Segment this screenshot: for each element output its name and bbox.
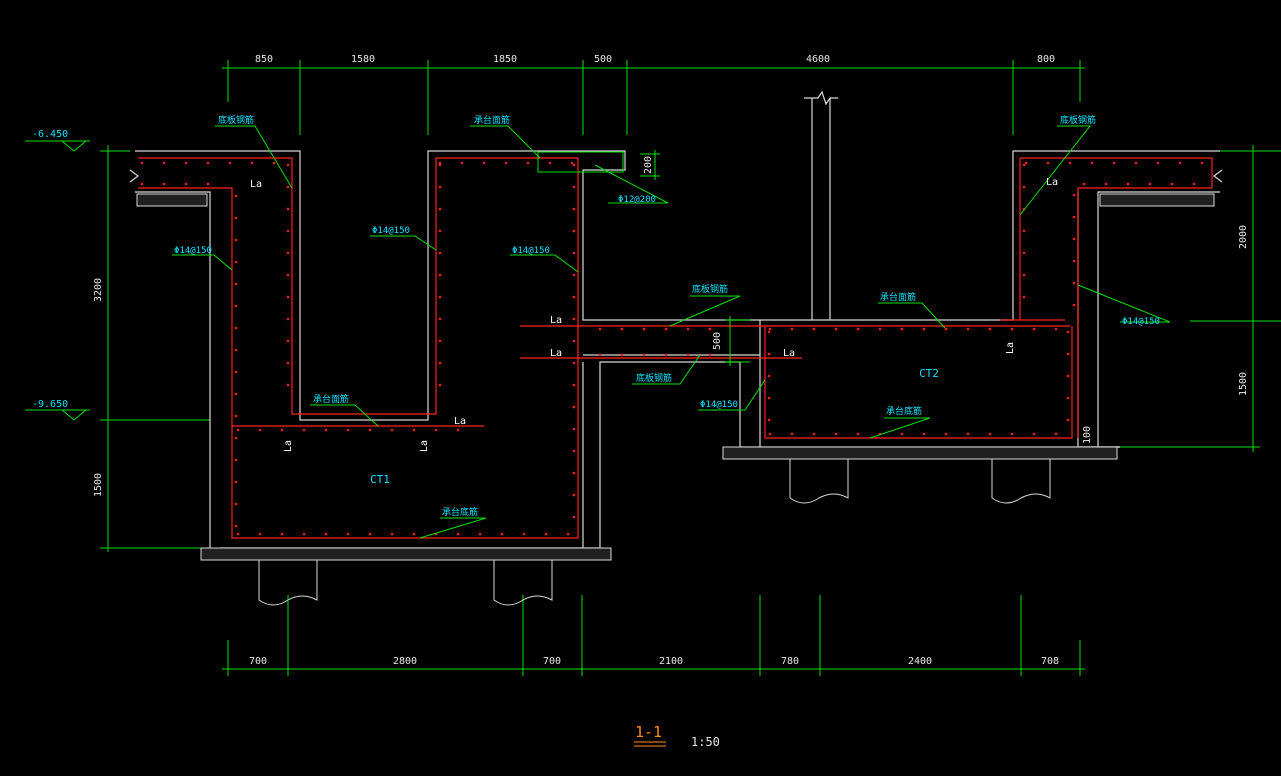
label-phi14-right: Φ14@150 (1122, 317, 1160, 327)
section-name: 1-1 (635, 723, 662, 741)
dim-500: 500 (712, 332, 723, 350)
bottom-dimension-texts: 700 2800 700 2100 780 2400 708 (249, 656, 1059, 667)
la-texts: La La La La La La La La La (250, 177, 1058, 452)
label-tc-top: 承台面筋 (474, 114, 510, 126)
label-slab-bottom: 底板钢筋 (636, 372, 672, 384)
section-scale: 1:50 (691, 735, 720, 749)
annotation-leaders (172, 125, 1171, 539)
label-phi14-lowmid: Φ14@150 (700, 400, 738, 410)
la-label-5: La (783, 348, 795, 359)
top-dim-1: 850 (255, 54, 273, 65)
label-ct2-bottom: 承台底筋 (886, 405, 922, 417)
elevation-markers (61, 140, 87, 421)
la-label-1: La (250, 179, 262, 190)
right-dim-1: 2000 (1238, 225, 1249, 249)
top-dim-6: 800 (1037, 54, 1055, 65)
la-label-4: La (550, 348, 562, 359)
cap-ct2-label: CT2 (919, 367, 939, 380)
right-dimension-chain (1120, 145, 1281, 452)
rebar-label-texts: 底板钢筋 承台面筋 底板钢筋 Φ12@200 Φ14@150 Φ14@150 Φ… (174, 114, 1160, 518)
label-phi14-midright: Φ14@150 (512, 246, 550, 256)
rebar-dots (140, 161, 1204, 536)
blinding-layers (136, 193, 1215, 561)
top-dim-3: 1850 (493, 54, 517, 65)
rebar-cages (138, 157, 1213, 539)
bottom-dim-4: 2100 (659, 656, 683, 667)
la-label-6: La (454, 416, 466, 427)
top-dimension-chain (222, 60, 1085, 135)
top-dim-4: 500 (594, 54, 612, 65)
label-phi14-mid: Φ14@150 (372, 226, 410, 236)
elevation-bottom: -9.650 (32, 399, 68, 410)
label-phi14-left: Φ14@150 (174, 246, 212, 256)
elevation-texts: -6.450 -9.650 (32, 129, 68, 410)
label-phi12: Φ12@200 (618, 195, 656, 205)
la-label-2: La (1046, 177, 1058, 188)
label-ct1-top: 承台面筋 (313, 393, 349, 405)
bottom-dim-6: 2400 (908, 656, 932, 667)
label-ct1-bottom: 承台底筋 (442, 506, 478, 518)
bottom-dim-3: 700 (543, 656, 561, 667)
la-label-7: La (283, 440, 294, 452)
top-dim-5: 4600 (806, 54, 830, 65)
piles (258, 459, 1051, 606)
la-label-8: La (419, 440, 430, 452)
section-title: 1-1 1:50 (634, 723, 720, 749)
bottom-dimension-chain (222, 595, 1085, 676)
top-dimension-texts: 850 1580 1850 500 4600 800 (255, 54, 1055, 65)
left-dimension-chain (25, 140, 210, 552)
top-dim-2: 1580 (351, 54, 375, 65)
label-ct2-top: 承台面筋 (880, 291, 916, 303)
label-slab-top: 底板钢筋 (692, 283, 728, 295)
bottom-dim-2: 2800 (393, 656, 417, 667)
bottom-dim-1: 700 (249, 656, 267, 667)
la-label-3: La (550, 315, 562, 326)
dim-200: 200 (643, 156, 654, 174)
cap-name-texts: CT1 CT2 (370, 367, 939, 486)
dim-100: 100 (1082, 426, 1093, 444)
label-tr-top: 底板钢筋 (1060, 114, 1096, 126)
cap-ct1-label: CT1 (370, 473, 390, 486)
la-label-9: La (1005, 342, 1016, 354)
right-dim-2: 1500 (1238, 372, 1249, 396)
left-dim-2: 1500 (93, 473, 104, 497)
bottom-dim-7: 708 (1041, 656, 1059, 667)
elevation-top: -6.450 (32, 129, 68, 140)
vertical-dimension-texts: 3200 1500 2000 1500 200 500 100 (93, 156, 1249, 497)
bottom-dim-5: 780 (781, 656, 799, 667)
label-tl-top: 底板钢筋 (218, 114, 254, 126)
left-dim-1: 3200 (93, 278, 104, 302)
